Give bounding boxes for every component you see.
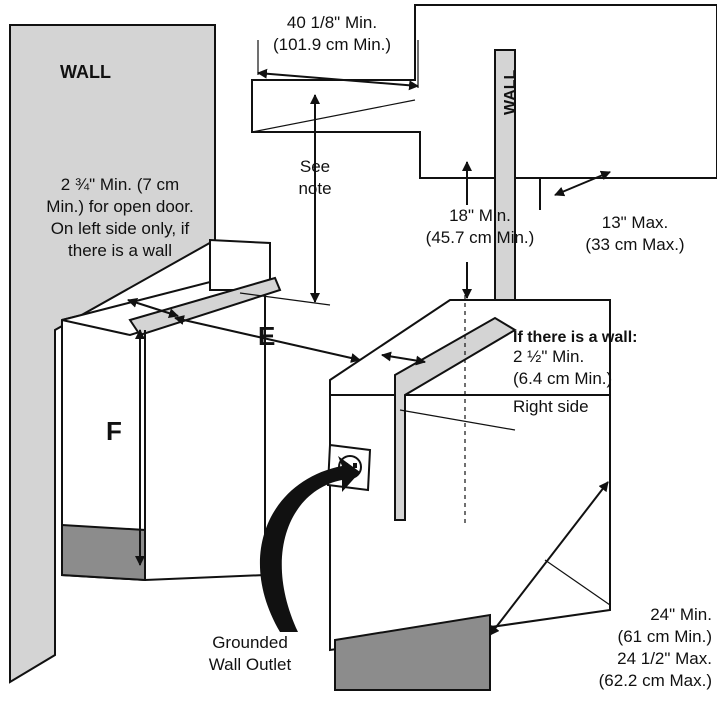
door-label-line1: 2 ¾" Min. (7 cm (61, 175, 179, 194)
depth-label-line3: 24 1/2" Max. (617, 649, 712, 668)
right-clearance-line1: 2 ½" Min. (513, 347, 584, 366)
door-label-line3: On left side only, if (51, 219, 190, 238)
cabinet-clearance-line1: 18" Min. (449, 206, 511, 225)
right-door-strip (394, 316, 517, 521)
door-clearance-dimension-line (127, 297, 179, 319)
width-label-line1: 40 1/8" Min. (287, 13, 377, 32)
depth-label-line1: 24" Min. (650, 605, 712, 624)
depth-label-line4: (62.2 cm Max.) (599, 671, 712, 690)
upper-depth-line1: 13" Max. (602, 213, 669, 232)
width-dimension-line (257, 68, 419, 91)
upper-cabinet (251, 4, 717, 179)
upper-cabinet-shadow (251, 99, 416, 133)
f-label: F (106, 416, 122, 446)
left-appliance-base (61, 523, 146, 582)
right-side-leader-line (399, 409, 516, 431)
e-dimension-line (174, 315, 361, 363)
if-wall-heading: If there is a wall: (513, 329, 637, 346)
outlet-label-line2: Wall Outlet (209, 655, 292, 674)
outlet-arrow (259, 456, 360, 632)
width-label-line2: (101.9 cm Min.) (273, 35, 391, 54)
right-clearance-dimension-line (381, 351, 426, 366)
e-label: E (258, 321, 275, 351)
left-wall-label: WALL (60, 62, 111, 82)
door-label-line2: Min.) for open door. (46, 197, 193, 216)
upper-depth-line2: (33 cm Max.) (585, 235, 684, 254)
right-appliance-base (334, 613, 491, 691)
see-note-line1: See (300, 157, 330, 176)
see-note-extension (239, 292, 331, 306)
right-wall-label: WALL (502, 69, 519, 115)
depth-leader-line (544, 559, 611, 606)
door-label-line4: there is a wall (68, 241, 172, 260)
right-side-label: Right side (513, 397, 589, 416)
depth-label-line2: (61 cm Min.) (618, 627, 712, 646)
cabinet-clearance-line2: (45.7 cm Min.) (426, 228, 535, 247)
see-note-line2: note (298, 179, 331, 198)
left-wall (9, 24, 216, 684)
depth-dimension-line (489, 481, 609, 636)
outlet-label-line1: Grounded (212, 633, 288, 652)
right-clearance-line2: (6.4 cm Min.) (513, 369, 612, 388)
upper-depth-dimension-line (554, 170, 611, 197)
right-appliance-body (329, 394, 611, 652)
